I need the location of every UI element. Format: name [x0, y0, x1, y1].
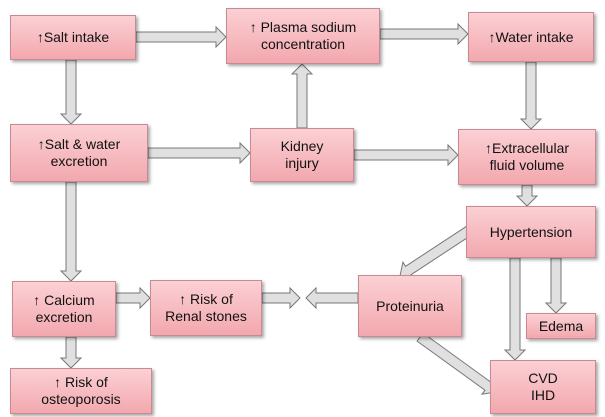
arrow-salt-to-plasma: [135, 25, 227, 49]
node-cvd-ihd: CVD IHD: [490, 360, 596, 414]
arrow-excretion-to-kidney: [147, 141, 251, 165]
arrow-plasma-to-water: [379, 22, 469, 46]
node-renal-stones: ↑ Risk of Renal stones: [150, 280, 262, 336]
node-kidney-injury: Kidney injury: [250, 128, 354, 182]
arrow-calcium-to-osteoporosis: [59, 336, 83, 369]
arrow-hypertension-to-edema: [544, 257, 568, 314]
arrow-hypertension-to-proteinuria: [399, 225, 474, 280]
arrow-kidney-to-ecf: [353, 143, 459, 167]
arrow-water-to-ecf: [519, 61, 543, 130]
node-salt-intake: ↑Salt intake: [10, 15, 136, 60]
node-hypertension: Hypertension: [466, 206, 596, 258]
arrow-hypertension-to-cvd: [503, 257, 527, 361]
arrow-ecf-to-hypertension: [515, 184, 539, 207]
node-ecf-volume: ↑Extracellular fluid volume: [458, 129, 596, 185]
node-osteoporosis: ↑ Risk of osteoporosis: [10, 368, 152, 414]
arrow-calcium-to-renal: [115, 286, 151, 310]
node-water-intake: ↑Water intake: [468, 12, 594, 62]
node-calcium-excretion: ↑ Calcium excretion: [12, 281, 116, 337]
arrow-kidney-to-plasma: [290, 63, 314, 129]
node-edema: Edema: [526, 313, 596, 339]
node-proteinuria: Proteinuria: [358, 275, 462, 337]
node-salt-water-excretion: ↑Salt & water excretion: [10, 124, 148, 182]
arrow-renal-to-kidney: [261, 286, 301, 310]
arrow-salt-to-excretion: [59, 59, 83, 125]
arrow-excretion-to-calcium: [59, 181, 83, 282]
arrow-proteinuria-to-cvd: [416, 332, 497, 395]
node-plasma-sodium: ↑ Plasma sodium concentration: [226, 8, 380, 64]
arrow-proteinuria-to-kidney: [305, 286, 359, 310]
